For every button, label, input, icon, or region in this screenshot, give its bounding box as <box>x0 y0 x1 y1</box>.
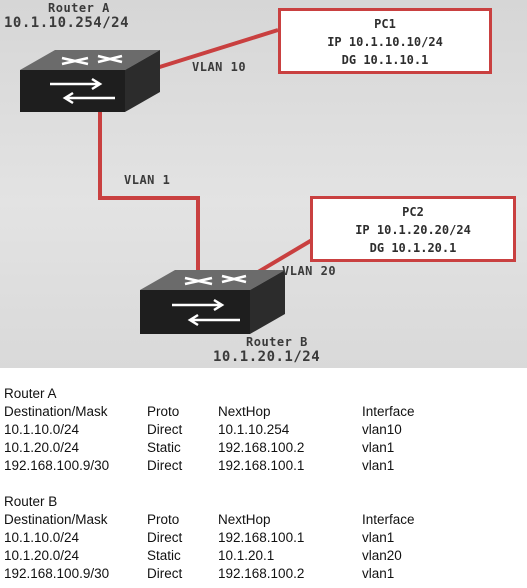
header-interface: Interface <box>362 512 415 527</box>
router-b-ip: 10.1.20.1/24 <box>213 349 321 365</box>
table-row: 192.168.100.9/30 Direct 192.168.100.2 vl… <box>0 566 527 584</box>
pc2-name: PC2 <box>402 205 424 219</box>
cell-interface: vlan1 <box>362 458 395 473</box>
pc1-box: PC1 IP 10.1.10.10/24 DG 10.1.10.1 <box>278 8 492 74</box>
cell-interface: vlan1 <box>362 566 395 581</box>
router-a-ip: 10.1.10.254/24 <box>4 15 130 31</box>
cell-proto: Direct <box>147 530 183 545</box>
header-destination: Destination/Mask <box>4 404 108 419</box>
table-row: 10.1.10.0/24 Direct 10.1.10.254 vlan10 <box>0 422 527 440</box>
router-b-name: Router B <box>246 335 308 349</box>
header-proto: Proto <box>147 404 180 419</box>
router-a-table-header: Destination/Mask Proto NextHop Interface <box>0 404 527 422</box>
link-vlan1 <box>98 110 200 282</box>
pc1-name: PC1 <box>374 17 396 31</box>
header-nexthop: NextHop <box>218 404 271 419</box>
header-proto: Proto <box>147 512 180 527</box>
router-a-table-title: Router A <box>4 386 57 401</box>
cell-destination: 192.168.100.9/30 <box>4 458 110 473</box>
pc1-dg: DG 10.1.10.1 <box>341 53 429 67</box>
vlan1-label: VLAN 1 <box>124 173 171 187</box>
header-nexthop: NextHop <box>218 512 271 527</box>
vlan20-label: VLAN 20 <box>282 264 337 278</box>
cell-nexthop: 192.168.100.1 <box>218 458 305 473</box>
router-a-name: Router A <box>48 1 110 15</box>
link-vlan10 <box>149 28 279 72</box>
router-b-table-title: Router B <box>4 494 58 509</box>
router-b-table-header: Destination/Mask Proto NextHop Interface <box>0 512 527 530</box>
cell-destination: 192.168.100.9/30 <box>4 566 110 581</box>
header-interface: Interface <box>362 404 415 419</box>
vlan10-label: VLAN 10 <box>192 60 247 74</box>
cell-interface: vlan1 <box>362 440 395 455</box>
cell-destination: 10.1.20.0/24 <box>4 440 80 455</box>
cell-proto: Direct <box>147 458 183 473</box>
cell-interface: vlan20 <box>362 548 402 563</box>
cell-nexthop: 192.168.100.2 <box>218 566 305 581</box>
pc2-ip: IP 10.1.20.20/24 <box>355 223 471 237</box>
cell-proto: Direct <box>147 566 183 581</box>
router-a-icon <box>20 50 160 112</box>
table-row: 10.1.20.0/24 Static 10.1.20.1 vlan20 <box>0 548 527 566</box>
cell-nexthop: 192.168.100.1 <box>218 530 305 545</box>
routing-tables: Router A Destination/Mask Proto NextHop … <box>0 368 527 588</box>
cell-proto: Static <box>147 548 181 563</box>
cell-proto: Static <box>147 440 181 455</box>
router-b-icon <box>140 270 285 334</box>
cell-interface: vlan10 <box>362 422 402 437</box>
cell-nexthop: 192.168.100.2 <box>218 440 305 455</box>
cell-destination: 10.1.10.0/24 <box>4 530 80 545</box>
network-diagram: Router A 10.1.10.254/24 VLAN 10 VLAN 1 V… <box>0 0 527 368</box>
diagram-canvas <box>20 28 314 334</box>
cell-interface: vlan1 <box>362 530 395 545</box>
cell-nexthop: 10.1.20.1 <box>218 548 275 563</box>
table-row: 10.1.10.0/24 Direct 192.168.100.1 vlan1 <box>0 530 527 548</box>
pc2-box: PC2 IP 10.1.20.20/24 DG 10.1.20.1 <box>310 196 516 262</box>
header-destination: Destination/Mask <box>4 512 108 527</box>
pc1-ip: IP 10.1.10.10/24 <box>327 35 443 49</box>
pc2-dg: DG 10.1.20.1 <box>369 241 457 255</box>
cell-destination: 10.1.20.0/24 <box>4 548 80 563</box>
table-row: 10.1.20.0/24 Static 192.168.100.2 vlan1 <box>0 440 527 458</box>
cell-destination: 10.1.10.0/24 <box>4 422 80 437</box>
cell-nexthop: 10.1.10.254 <box>218 422 290 437</box>
table-row: 192.168.100.9/30 Direct 192.168.100.1 vl… <box>0 458 527 476</box>
cell-proto: Direct <box>147 422 183 437</box>
